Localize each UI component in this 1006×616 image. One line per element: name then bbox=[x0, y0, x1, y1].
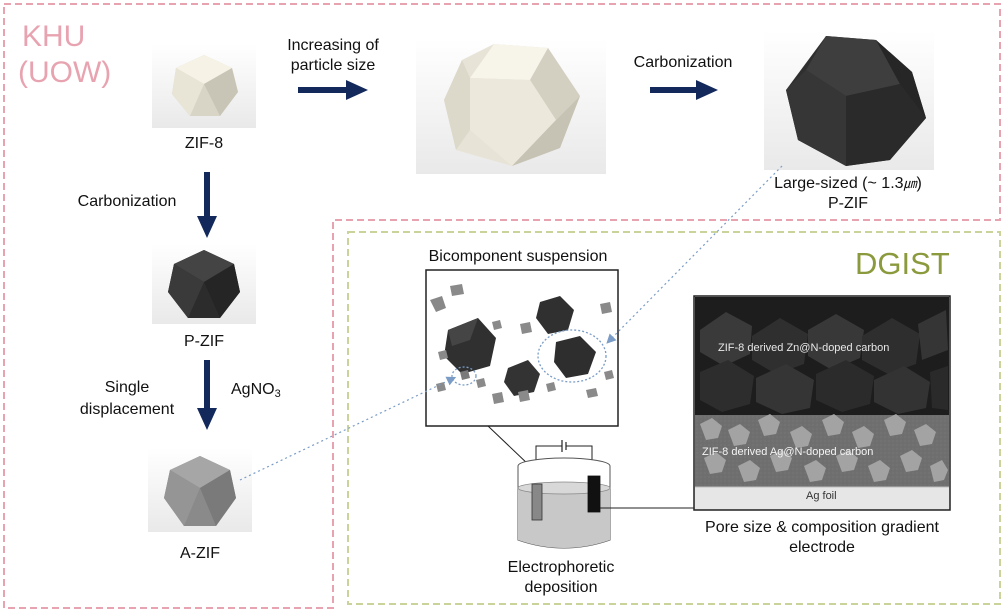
zif8-particle-large bbox=[416, 38, 606, 174]
label-zif8: ZIF-8 bbox=[184, 135, 224, 152]
label-carbonization-left: Carbonization bbox=[77, 193, 177, 210]
label-electrode-line1: Pore size & composition gradient bbox=[705, 519, 939, 536]
label-deposition: deposition bbox=[524, 579, 598, 596]
label-displacement: displacement bbox=[79, 401, 175, 418]
org-dgist: DGIST bbox=[855, 246, 950, 281]
label-azif: A-ZIF bbox=[180, 545, 220, 562]
deposition-cell bbox=[517, 440, 611, 549]
label-carbonization-top: Carbonization bbox=[633, 54, 733, 71]
label-increasing-line1: Increasing of bbox=[287, 37, 379, 54]
zif8-particle-small bbox=[152, 44, 256, 128]
pzif-particle-large bbox=[764, 30, 934, 170]
azif-particle-small bbox=[148, 448, 252, 532]
khu-frame bbox=[3, 3, 1001, 609]
label-bicomponent-suspension: Bicomponent suspension bbox=[428, 248, 608, 265]
label-pzif: P-ZIF bbox=[184, 333, 224, 350]
label-agno3: AgNO3 bbox=[231, 381, 281, 400]
arrow-single-displacement bbox=[197, 360, 217, 430]
pzif-particle-small bbox=[152, 244, 256, 324]
label-electrode-line2: electrode bbox=[789, 539, 855, 556]
arrow-carbonization-top bbox=[650, 80, 718, 100]
suspension-particles bbox=[430, 284, 614, 404]
leader-pzif-to-suspension bbox=[606, 165, 783, 344]
electrode-foil-label: Ag foil bbox=[806, 490, 837, 502]
label-single: Single bbox=[104, 379, 150, 396]
label-electrophoretic: Electrophoretic bbox=[507, 559, 615, 576]
arrow-carbonization-left bbox=[197, 172, 217, 238]
label-increasing-line2: particle size bbox=[290, 57, 376, 74]
electrode-image bbox=[693, 295, 951, 511]
dgist-frame bbox=[347, 231, 1001, 605]
label-large-pzif: P-ZIF bbox=[828, 195, 868, 212]
electrode-top-layer-label: ZIF-8 derived Zn@N-doped carbon bbox=[718, 342, 890, 354]
org-uow: (UOW) bbox=[18, 56, 112, 89]
arrow-increase bbox=[298, 80, 368, 100]
electrode-bottom-layer-label: ZIF-8 derived Ag@N-doped carbon bbox=[702, 446, 874, 458]
label-large-sized: Large-sized (~ 1.3㎛) bbox=[774, 175, 922, 192]
org-khu: KHU bbox=[22, 20, 86, 53]
